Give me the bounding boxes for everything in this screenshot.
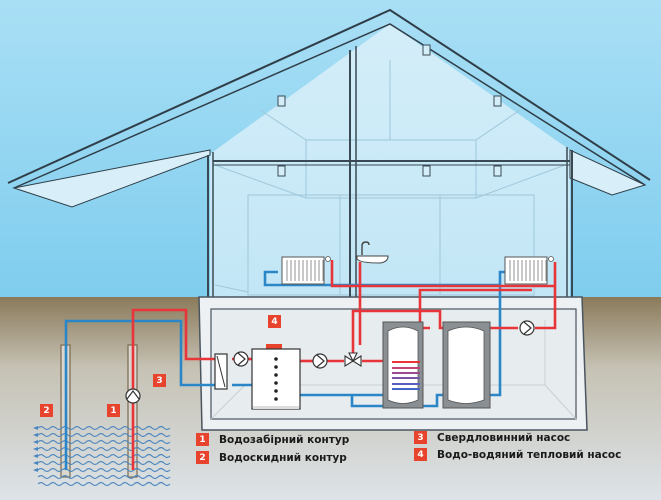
- well-pump: [125, 388, 141, 404]
- wave-line: [37, 460, 171, 466]
- radiator-right: [504, 256, 554, 285]
- buffer-tank: [442, 321, 491, 409]
- three-way-valve: [344, 352, 362, 367]
- wave-line: [37, 425, 171, 431]
- flow-arrow-icon: [33, 426, 38, 430]
- legend-badge: 3: [414, 431, 427, 444]
- legend-label: Водо-водяний тепловий насос: [437, 448, 622, 461]
- heating-circuit-pump: [312, 353, 328, 369]
- heat-exchanger: [214, 353, 228, 390]
- flow-arrow-icon: [33, 440, 38, 444]
- wave-line: [37, 453, 171, 459]
- wave-line: [37, 439, 171, 445]
- marker-4: 4: [268, 315, 281, 328]
- legend-item-4: 4 Водо-водяний тепловий насос: [414, 448, 621, 461]
- wave-line: [37, 467, 171, 473]
- wave-line: [37, 474, 171, 480]
- wave-line: [37, 481, 171, 487]
- legend-badge: 4: [414, 448, 427, 461]
- heat-pump-unit: [251, 344, 301, 410]
- legend-label: Свердловинний насос: [437, 431, 571, 444]
- legend-badge: 1: [196, 433, 209, 446]
- marker-3: 3: [153, 374, 166, 387]
- heating-pump: [519, 320, 535, 336]
- hot-water-tank: [382, 321, 424, 409]
- legend-item-3: 3 Свердловинний насос: [414, 431, 570, 444]
- wave-line: [37, 432, 171, 438]
- hot-pipes: [131, 260, 557, 470]
- marker-1: 1: [107, 404, 120, 417]
- legend-label: Водозабірний контур: [219, 433, 350, 446]
- flow-arrow-icon: [33, 454, 38, 458]
- flow-arrow-icon: [33, 461, 38, 465]
- legend-badge: 2: [196, 451, 209, 464]
- wash-basin: [356, 241, 389, 264]
- flow-arrow-icon: [33, 468, 38, 472]
- house: [7, 8, 651, 298]
- legend-label: Водоскидний контур: [219, 451, 347, 464]
- flow-arrow-icon: [33, 447, 38, 451]
- groundwater-waves: [33, 425, 171, 487]
- marker-2: 2: [40, 404, 53, 417]
- flow-arrow-icon: [33, 433, 38, 437]
- circulation-pump: [233, 351, 249, 367]
- legend-item-1: 1 Водозабірний контур: [196, 433, 349, 446]
- radiator-left: [281, 256, 331, 285]
- legend-item-2: 2 Водоскидний контур: [196, 451, 347, 464]
- wave-line: [37, 446, 171, 452]
